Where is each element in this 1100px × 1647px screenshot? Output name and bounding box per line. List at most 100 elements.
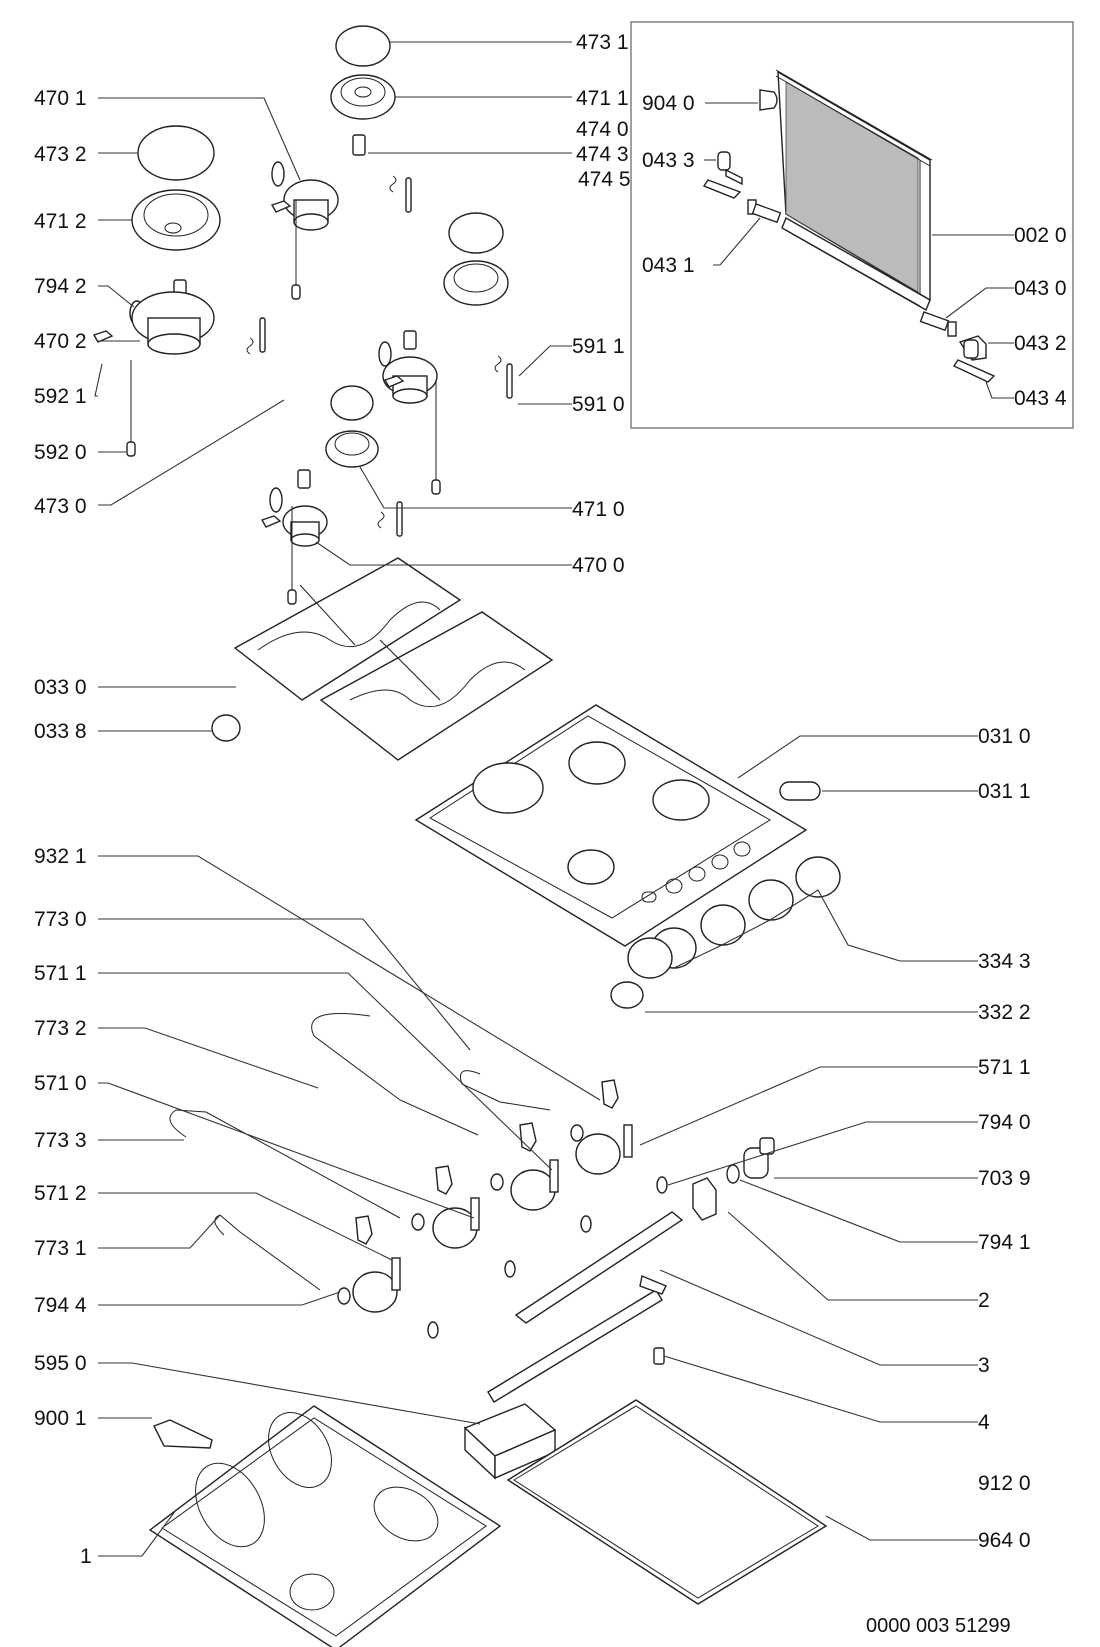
label-3: 3 — [978, 1354, 990, 1377]
electrode-top — [405, 177, 412, 213]
burner-body-4701 — [283, 179, 339, 231]
pan-supports-0330 — [233, 557, 554, 761]
label-900-1: 900 1 — [34, 1407, 87, 1430]
label-474-5: 474 5 — [578, 168, 631, 191]
label-2: 2 — [978, 1289, 990, 1312]
label-773-2: 773 2 — [34, 1017, 87, 1040]
hob-burner-back — [568, 741, 626, 785]
burner-parts — [92, 25, 513, 605]
label-773-1: 773 1 — [34, 1237, 87, 1260]
label-033-8: 033 8 — [34, 720, 87, 743]
thermocouple-5920 — [126, 360, 136, 457]
burner-cap-4731 — [335, 25, 391, 67]
tap-seals — [337, 1124, 668, 1339]
label-773-3: 773 3 — [34, 1129, 87, 1152]
label-474-0: 474 0 — [576, 118, 629, 141]
gas-tap-5710 — [432, 1197, 480, 1249]
injector-right — [403, 330, 417, 350]
glass-lid-part — [775, 69, 933, 312]
electrode-left — [259, 317, 266, 353]
screw-9120 — [653, 1347, 665, 1365]
label-1: 1 — [80, 1545, 92, 1568]
label-043-0: 043 0 — [1014, 277, 1067, 300]
label-932-1: 932 1 — [34, 845, 87, 868]
label-912-0: 912 0 — [978, 1472, 1031, 1495]
label-703-9: 703 9 — [978, 1167, 1031, 1190]
label-031-1: 031 1 — [978, 780, 1031, 803]
label-043-3: 043 3 — [642, 149, 695, 172]
label-571-0: 571 0 — [34, 1072, 87, 1095]
label-033-0: 033 0 — [34, 676, 87, 699]
hob-burner-small — [567, 849, 615, 885]
label-474-3: 474 3 — [576, 143, 629, 166]
burner-body-right — [382, 356, 438, 404]
label-591-0: 591 0 — [572, 393, 625, 416]
electrode-5910 — [506, 363, 513, 399]
gasket-top — [271, 161, 285, 187]
label-471-1: 471 1 — [576, 87, 629, 110]
burner-cap-small — [448, 212, 504, 254]
spring-0430-part — [919, 311, 957, 337]
label-794-4: 794 4 — [34, 1294, 87, 1317]
washer-7941 — [726, 1164, 740, 1184]
pipe-7731 — [214, 1214, 321, 1291]
burner-body-4700 — [282, 505, 328, 547]
label-470-1: 470 1 — [34, 87, 87, 110]
pipe-7733 — [169, 1109, 401, 1219]
spring-left — [246, 337, 254, 355]
hinge-0433-part — [702, 151, 743, 199]
lid-inset: 904 0 043 3 043 1 002 0 043 0 043 2 043 … — [630, 21, 1074, 429]
hob-burner-right — [652, 779, 710, 821]
label-794-2: 794 2 — [34, 275, 87, 298]
inset-frame — [630, 21, 1074, 429]
label-473-1: 473 1 — [576, 31, 629, 54]
clip-top — [270, 200, 292, 213]
label-592-1: 592 1 — [34, 385, 87, 408]
clip-904-part — [759, 89, 778, 111]
ignition-button-cap-0311 — [779, 781, 821, 801]
hob-top-0310 — [414, 704, 808, 947]
label-571-1-right: 571 1 — [978, 1056, 1031, 1079]
part-labels: 473 1 470 1 471 1 474 0 474 3 474 5 473 … — [34, 31, 1031, 1637]
label-043-4: 043 4 — [1014, 387, 1067, 410]
thermocouple-front — [287, 506, 297, 605]
injector-front — [297, 469, 311, 489]
hob-burner-large — [472, 762, 544, 814]
pan-support-foot-0338 — [211, 714, 241, 742]
label-592-0: 592 0 — [34, 441, 87, 464]
hob-knob-holes — [641, 841, 751, 903]
label-470-2: 470 2 — [34, 330, 87, 353]
label-595-0: 595 0 — [34, 1352, 87, 1375]
gas-pipes — [169, 1013, 551, 1291]
gas-tap-5711 — [575, 1124, 633, 1175]
label-794-1: 794 1 — [978, 1231, 1031, 1254]
gas-tap-5712 — [352, 1257, 401, 1313]
bracket-4 — [487, 1275, 667, 1403]
leader-lines — [94, 41, 978, 1557]
burner-ring-4710 — [325, 430, 379, 468]
label-904-0: 904 0 — [642, 92, 695, 115]
label-571-2: 571 2 — [34, 1182, 87, 1205]
injector-474 — [352, 134, 366, 156]
pipe-7732 — [311, 1013, 479, 1136]
burner-ring-right — [443, 260, 509, 306]
label-332-2: 332 2 — [978, 1001, 1031, 1024]
thermocouple-top — [291, 200, 301, 300]
label-473-2: 473 2 — [34, 143, 87, 166]
control-knobs-3343 — [627, 856, 841, 979]
label-473-0: 473 0 — [34, 495, 87, 518]
thermocouple-right — [431, 382, 441, 495]
burner-cap-4730 — [330, 385, 374, 421]
nut-2 — [692, 1177, 717, 1221]
seal-9640 — [506, 1399, 828, 1605]
label-471-2: 471 2 — [34, 210, 87, 233]
label-334-3: 334 3 — [978, 950, 1031, 973]
clip-front — [260, 515, 282, 528]
gasket-right — [378, 341, 392, 367]
burner-ring-4711 — [330, 74, 396, 120]
elbow-7039 — [743, 1137, 775, 1179]
base-tray-1 — [148, 1405, 502, 1647]
spring-top — [389, 175, 397, 193]
label-002-0: 002 0 — [1014, 224, 1067, 247]
